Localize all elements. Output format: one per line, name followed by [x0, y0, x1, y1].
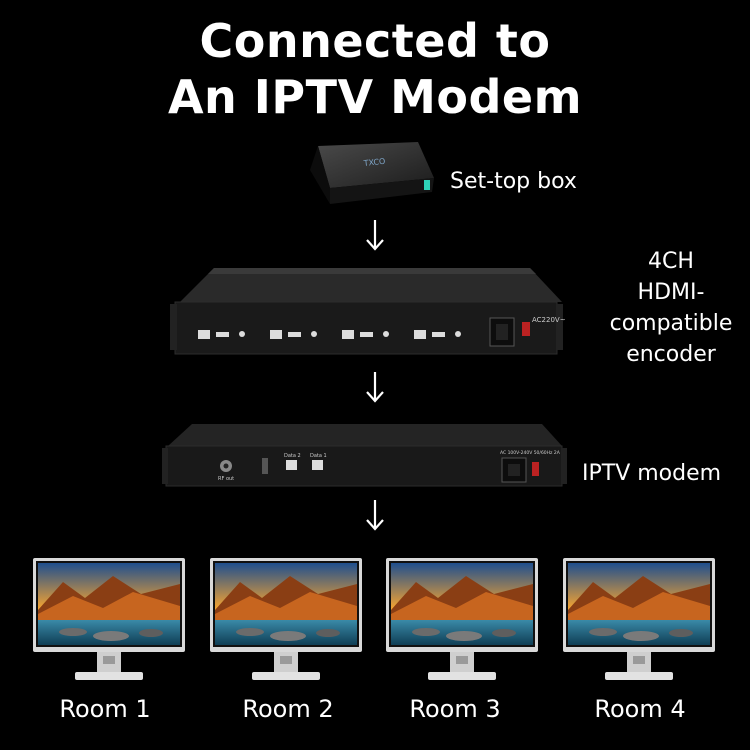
monitor-4-image: [563, 558, 715, 680]
encoder-image: AC220V~: [170, 268, 565, 355]
monitor-3-image: [386, 558, 538, 680]
room-label-3: Room 3: [409, 695, 501, 723]
arrow-down-icon: [366, 372, 384, 403]
modem-port-label-1: Data 2: [284, 453, 301, 459]
modem-port-label-2: Data 1: [310, 453, 327, 459]
title-line-1: Connected to: [199, 14, 551, 68]
iptv-modem-image: RF out Data 2 Data 1 AC 100V-240V 50/60H…: [162, 424, 567, 487]
room-label-2: Room 2: [242, 695, 334, 723]
monitor-1-image: [33, 558, 185, 680]
encoder-label-line-1: 4CH: [648, 249, 694, 274]
room-label-4: Room 4: [594, 695, 686, 723]
arrow-down-icon: [366, 220, 384, 251]
monitor-2-image: [210, 558, 362, 680]
modem-panel-text: AC 100V-240V 50/60Hz 2A: [500, 450, 561, 456]
encoder-label-line-2: HDMI-: [637, 280, 705, 305]
encoder-power-text: AC220V~: [532, 316, 565, 324]
encoder-label-line-3: compatible: [609, 311, 733, 336]
settop-logo-text: TXCO: [362, 157, 385, 168]
iptv-modem-label: IPTV modem: [582, 461, 722, 486]
settop-box-label: Set-top box: [450, 169, 577, 194]
settop-box-image: TXCO: [310, 142, 434, 204]
title-line-2: An IPTV Modem: [167, 70, 583, 124]
encoder-label: 4CH HDMI- compatible encoder: [596, 246, 746, 370]
encoder-label-line-4: encoder: [626, 342, 716, 367]
room-label-1: Room 1: [59, 695, 151, 723]
arrow-down-icon: [366, 500, 384, 531]
modem-rf-text: RF out: [218, 476, 234, 482]
